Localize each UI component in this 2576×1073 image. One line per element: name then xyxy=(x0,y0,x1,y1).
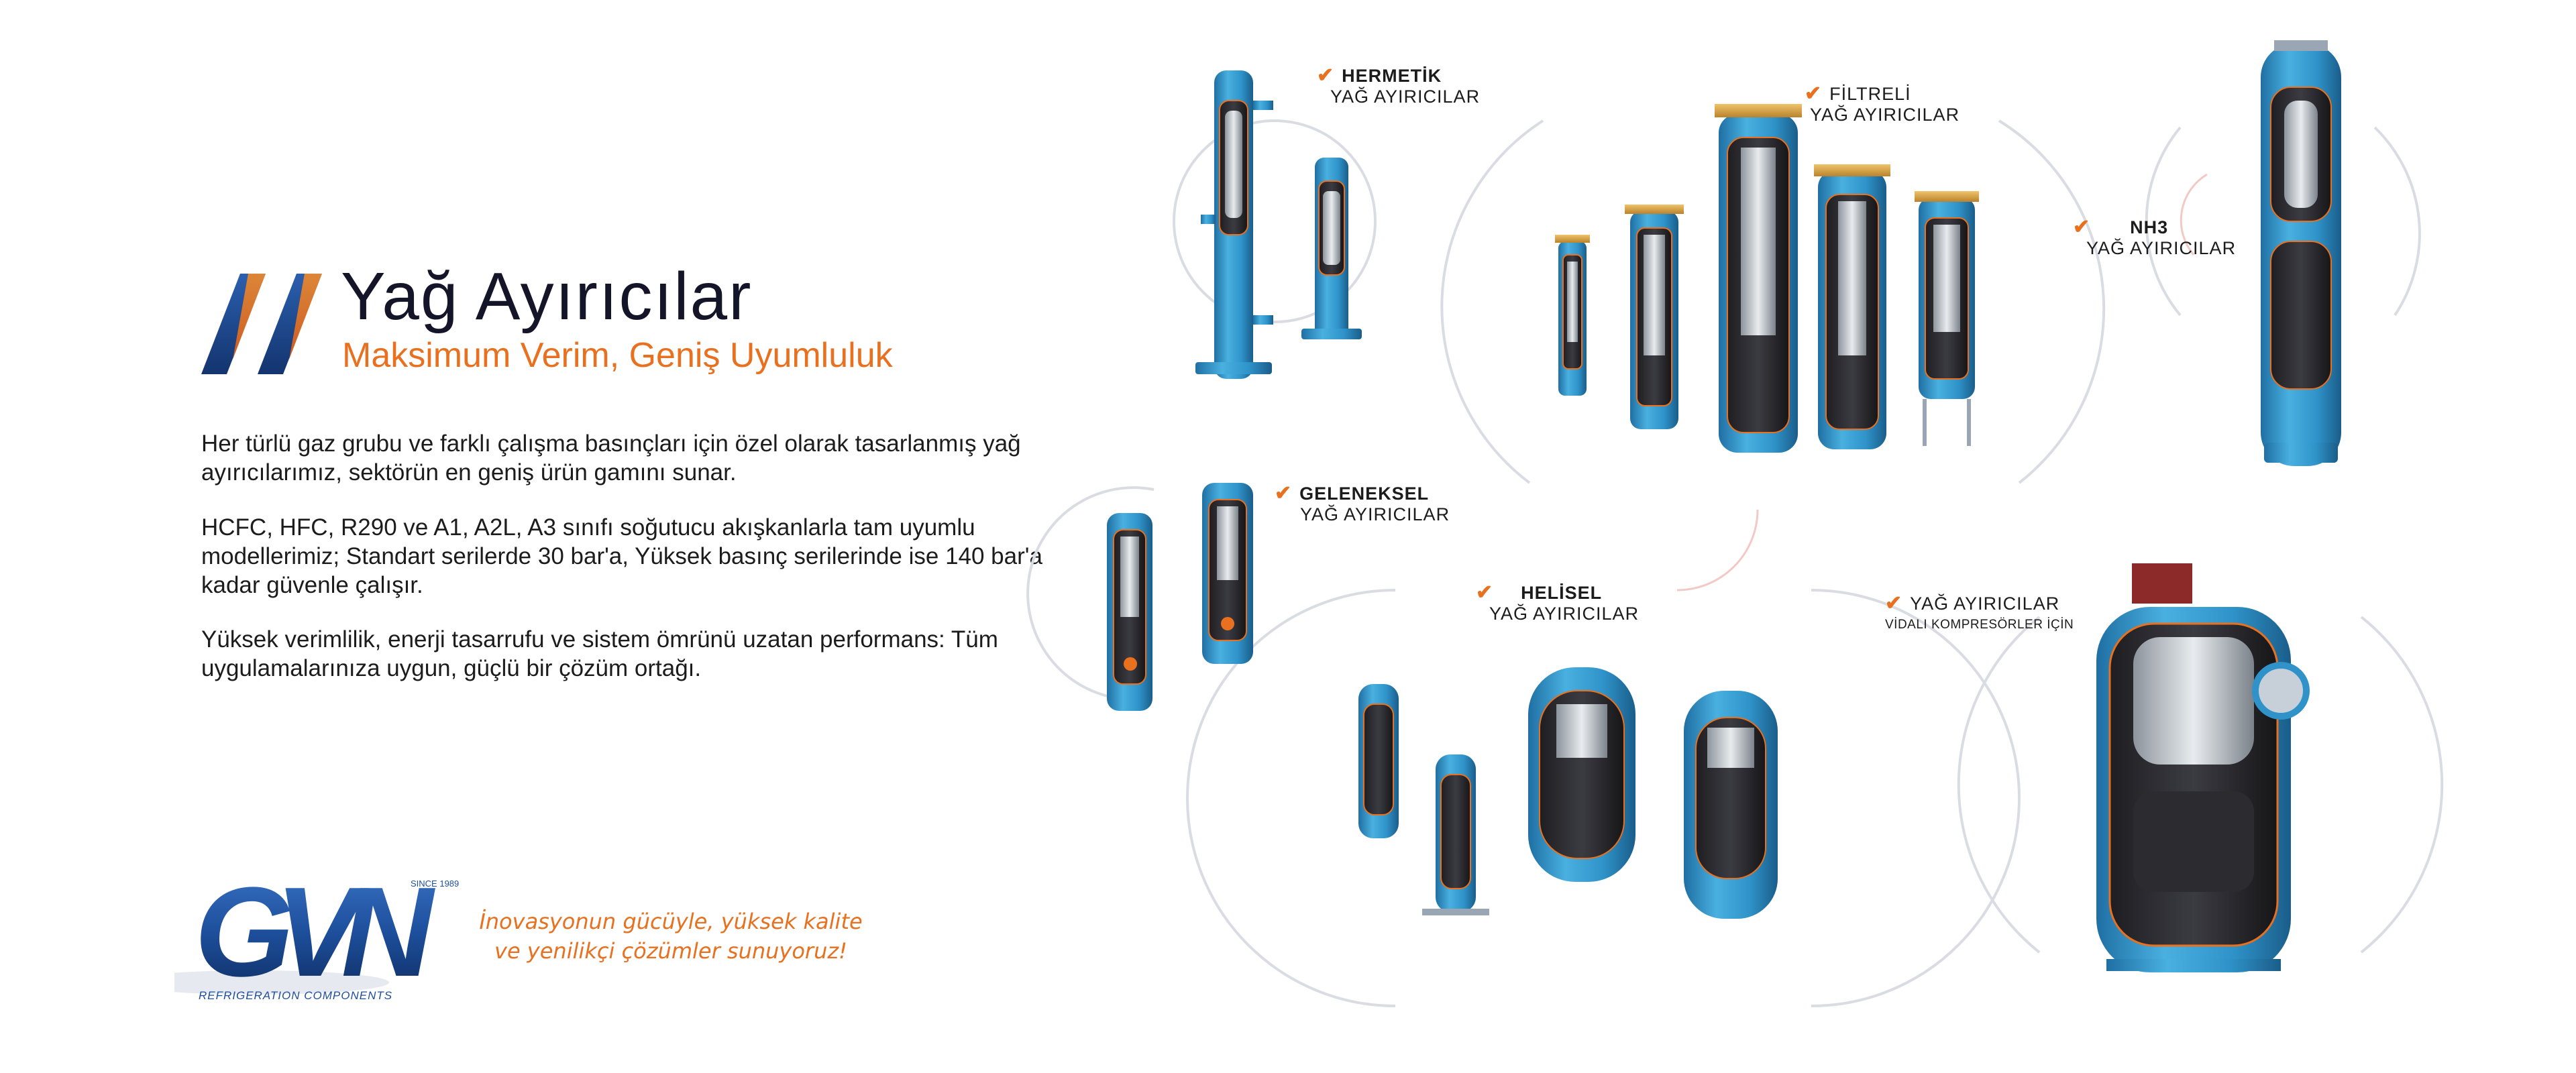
checkmark-icon: ✔ xyxy=(1476,581,1493,604)
helisel-vessels xyxy=(1358,667,1778,919)
nh3-vessel xyxy=(2261,40,2341,466)
logo-wordmark: GVN xyxy=(195,865,436,1003)
label-vidali: ✔YAĞ AYIRICILAR VİDALI KOMPRESÖRLER İÇİN xyxy=(1885,592,2074,632)
checkmark-icon: ✔ xyxy=(2073,216,2090,238)
slogan-line-1: İnovasyonun gücüyle, yüksek kalite xyxy=(479,909,863,934)
logo-tagline: REFRIGERATION COMPONENTS xyxy=(199,989,392,1002)
page-subtitle: Maksimum Verim, Geniş Uyumluluk xyxy=(342,336,893,375)
gvn-logo-icon: GVN SINCE 1989 REFRIGERATION COMPONENTS xyxy=(121,861,459,1003)
double-slash-icon xyxy=(201,274,322,374)
vidali-vessel xyxy=(2096,563,2310,972)
slogan: İnovasyonun gücüyle, yüksek kalite ve ye… xyxy=(470,907,872,966)
logo-since: SINCE 1989 xyxy=(411,879,459,889)
filtreli-vessels xyxy=(1555,104,1979,453)
label-geleneksel: ✔GELENEKSEL YAĞ AYIRICILAR xyxy=(1275,482,1450,524)
label-filtreli: ✔FİLTRELİ YAĞ AYIRICILAR xyxy=(1805,82,1960,125)
company-logo: GVN SINCE 1989 REFRIGERATION COMPONENTS xyxy=(121,861,483,1019)
paragraph-range: Her türlü gaz grubu ve farklı çalışma ba… xyxy=(201,431,1021,486)
hermetik-vessels xyxy=(1195,70,1362,379)
geleneksel-vessels xyxy=(1107,483,1253,711)
paragraph-performance: Yüksek verimlilik, enerji tasarrufu ve s… xyxy=(201,626,998,681)
checkmark-icon: ✔ xyxy=(1805,82,1822,105)
label-nh3: ✔NH3 YAĞ AYIRICILAR xyxy=(2073,216,2237,258)
label-helisel: ✔HELİSEL YAĞ AYIRICILAR xyxy=(1476,581,1640,624)
paragraph-compatibility: HCFC, HFC, R290 ve A1, A2L, A3 sınıfı so… xyxy=(201,514,1042,598)
page-title: Yağ Ayırıcılar xyxy=(341,259,753,334)
slogan-line-2: ve yenilikçi çözümler sunuyoruz! xyxy=(494,938,847,964)
checkmark-icon: ✔ xyxy=(1275,482,1292,504)
checkmark-icon: ✔ xyxy=(1317,64,1334,87)
label-hermetik: ✔HERMETİK YAĞ AYIRICILAR xyxy=(1317,64,1481,107)
checkmark-icon: ✔ xyxy=(1885,592,1902,614)
